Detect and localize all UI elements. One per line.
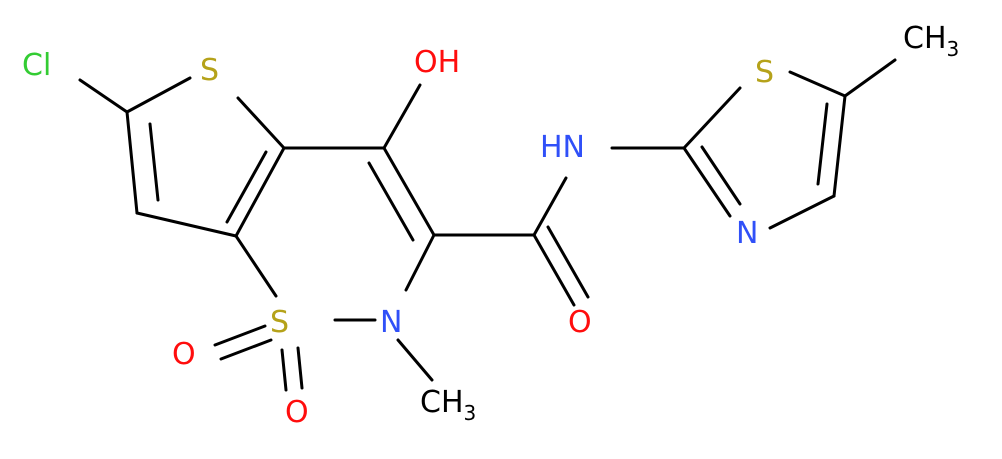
bond-c4-c5-double (816, 102, 829, 186)
bond-cl-c (78, 78, 129, 114)
bond-c5-s (788, 70, 847, 98)
bond-fusion-double (225, 150, 268, 224)
bond-c-o-b (546, 225, 590, 299)
atom-o-carbonyl: O (568, 305, 592, 340)
bond-coh-c3 (382, 146, 436, 237)
bond-c-oh (382, 83, 422, 150)
atom-labels: Cl S OH HN S CH3 N O S N O O CH3 (22, 21, 959, 430)
bond-c-o-a (532, 233, 576, 307)
bond-n-c4 (768, 194, 836, 230)
atom-n-ring: N (380, 305, 402, 340)
atom-s-sulfonyl: S (270, 305, 289, 340)
bond-c-c-bottom (135, 211, 238, 238)
atom-ch3-n: CH3 (420, 385, 476, 425)
bond-s-o-left-a (213, 324, 267, 347)
bond-s-c-fusion (236, 96, 286, 150)
atom-o-left: O (172, 337, 196, 372)
bond-c3-n (404, 233, 436, 292)
bond-coh-c3-double (367, 161, 415, 242)
ch3-n-sub: 3 (464, 401, 477, 425)
ch3-top-sub: 3 (947, 37, 960, 61)
bond-c-nh (532, 176, 568, 237)
bond-cthz-n-double (700, 145, 742, 206)
bond-n-ch3 (396, 338, 434, 382)
atom-ch3-top: CH3 (903, 21, 959, 61)
atom-s-thiophene: S (200, 53, 219, 88)
bond-s-o-bottom-b (296, 346, 304, 390)
bond-s-fusion (234, 234, 278, 298)
bond-cthz-n (682, 146, 732, 218)
atom-n-thiazole: N (736, 216, 758, 251)
ch3-n-main: CH (420, 385, 464, 420)
atom-s-thiazole: S (755, 55, 774, 90)
bond-c5-ch3 (843, 58, 897, 98)
bond-c4-c5 (832, 94, 847, 198)
bonds (78, 58, 897, 392)
atom-oh: OH (414, 45, 460, 80)
bond-c-c-left (125, 110, 139, 215)
bond-cthz-s (682, 86, 742, 150)
atom-nh: HN (540, 130, 585, 165)
ch3-top-main: CH (903, 21, 947, 56)
atom-o-bottom: O (285, 395, 309, 430)
bond-s-o-bottom-a (280, 348, 288, 392)
bond-c-s-thiophene (125, 76, 192, 114)
bond-s-o-left-b (219, 338, 273, 361)
atom-cl: Cl (22, 48, 51, 83)
bond-c-c-left-double (148, 122, 160, 202)
bond-fusion (234, 146, 286, 238)
